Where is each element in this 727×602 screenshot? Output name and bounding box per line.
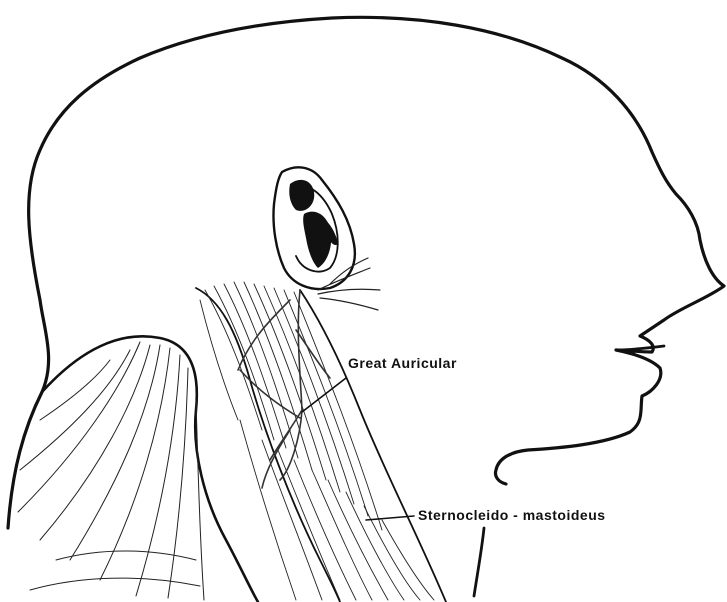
nape-outline [42,336,258,602]
lip-line [616,346,664,350]
sternocleidomastoideus-label: Sternocleido - mastoideus [418,507,606,523]
ear-nerve-twigs [318,258,380,310]
sternocleido-muscle-outline-front [300,290,446,602]
great-auricular-label: Great Auricular [348,355,457,371]
sternocleido-muscle-outline [196,288,340,602]
head-outline [8,17,724,528]
front-neck-line [474,528,484,596]
sternocleido-leader-line [366,516,414,520]
